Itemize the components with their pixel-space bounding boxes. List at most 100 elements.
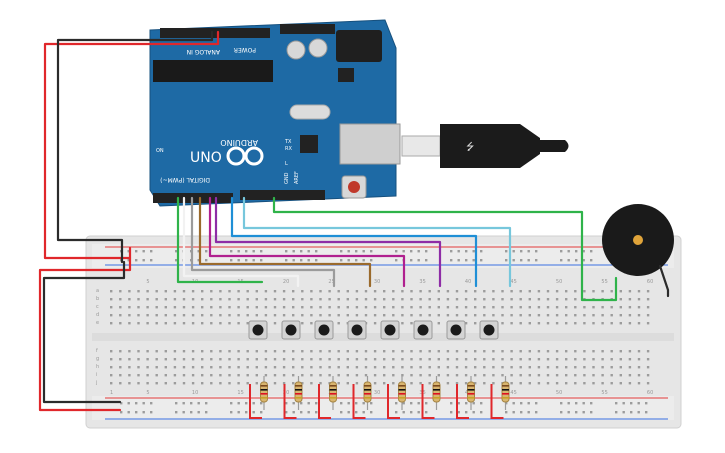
breadboard-hole: [282, 306, 286, 309]
breadboard-hole: [446, 350, 450, 353]
breadboard-hole: [191, 366, 195, 369]
wire: [176, 196, 264, 284]
breadboard-hole: [182, 350, 186, 353]
breadboard-hole: [219, 306, 222, 309]
breadboard-hole: [337, 322, 340, 325]
breadboard-hole: [110, 366, 113, 369]
resistor: [363, 376, 372, 410]
breadboard-hole: [182, 366, 186, 369]
breadboard-hole: [610, 290, 613, 293]
breadboard-hole: [182, 374, 186, 377]
breadboard-hole: [419, 382, 422, 385]
breadboard-hole: [128, 366, 131, 369]
rail-hole: [622, 402, 625, 405]
breadboard-hole: [319, 306, 322, 309]
breadboard-hole: [383, 350, 386, 353]
breadboard-hole: [310, 314, 313, 317]
breadboard-hole: [373, 374, 377, 377]
rail-hole: [205, 259, 208, 262]
breadboard-hole: [173, 358, 177, 361]
wire: [214, 196, 442, 288]
breadboard-hole: [182, 382, 186, 385]
rail-hole: [252, 259, 255, 262]
breadboard-hole: [628, 358, 632, 361]
breadboard-hole: [565, 358, 568, 361]
column-number: 55: [601, 390, 607, 396]
breadboard-hole: [310, 382, 313, 385]
breadboard-hole: [110, 350, 113, 353]
breadboard-hole: [237, 322, 240, 325]
breadboard-hole: [601, 306, 604, 309]
brand-lower-label: UNO: [190, 150, 222, 166]
breadboard-hole: [264, 350, 268, 353]
breadboard-hole: [437, 314, 440, 317]
breadboard-hole: [401, 306, 404, 309]
breadboard-hole: [373, 298, 377, 301]
rail-hole: [135, 259, 138, 262]
rail-hole: [465, 411, 468, 414]
rail-hole: [425, 250, 428, 253]
rail-hole: [410, 259, 413, 262]
column-number: 10: [192, 390, 198, 396]
breadboard-hole: [346, 298, 349, 301]
breadboard-hole: [546, 290, 550, 293]
rail-hole: [175, 411, 178, 414]
breadboard-hole: [565, 314, 568, 317]
breadboard-hole: [437, 290, 440, 293]
breadboard-hole: [592, 306, 595, 309]
rail-hole: [230, 259, 233, 262]
rail-hole: [590, 250, 593, 253]
breadboard-hole: [392, 358, 395, 361]
breadboard-hole: [273, 350, 277, 353]
wire: [242, 196, 512, 288]
breadboard-hole: [565, 306, 568, 309]
rail-hole: [292, 402, 295, 405]
breadboard-hole: [619, 306, 622, 309]
breadboard-hole: [519, 306, 522, 309]
breadboard-hole: [428, 366, 431, 369]
breadboard-hole: [146, 358, 149, 361]
rail-hole: [237, 402, 240, 405]
gnd-label: GND: [284, 172, 290, 184]
wire: [230, 196, 478, 288]
rail-hole: [150, 259, 153, 262]
breadboard-hole: [646, 374, 650, 377]
rail-hole: [120, 402, 123, 405]
breadboard-hole: [419, 366, 422, 369]
rail-hole: [560, 402, 563, 405]
rail-hole: [527, 250, 530, 253]
breadboard-hole: [146, 366, 149, 369]
breadboard-hole: [455, 306, 459, 309]
breadboard-hole: [173, 322, 177, 325]
breadboard-hole: [228, 314, 231, 317]
rail-hole: [260, 402, 263, 405]
push-button: [314, 320, 334, 340]
breadboard-hole: [501, 350, 504, 353]
breadboard-hole: [292, 382, 295, 385]
breadboard-hole: [637, 306, 641, 309]
breadboard-hole: [219, 298, 222, 301]
breadboard-hole: [246, 366, 249, 369]
breadboard-hole: [628, 298, 632, 301]
breadboard-hole: [583, 358, 586, 361]
rail-hole: [520, 250, 523, 253]
breadboard-hole: [301, 350, 304, 353]
breadboard-hole: [419, 350, 422, 353]
breadboard-hole: [219, 358, 222, 361]
wire: [318, 384, 331, 419]
rail-hole: [362, 250, 365, 253]
row-letter: a: [96, 288, 99, 294]
rail-hole: [402, 402, 405, 405]
breadboard-hole: [191, 306, 195, 309]
breadboard-hole: [510, 374, 513, 377]
breadboard-hole: [237, 306, 240, 309]
breadboard-hole: [492, 382, 495, 385]
breadboard-hole: [610, 358, 613, 361]
breadboard-hole: [364, 306, 368, 309]
breadboard-hole: [110, 374, 113, 377]
breadboard-hole: [446, 306, 450, 309]
breadboard-hole: [601, 374, 604, 377]
breadboard-hole: [110, 322, 113, 325]
breadboard-hole: [474, 358, 477, 361]
rail-hole: [575, 250, 578, 253]
